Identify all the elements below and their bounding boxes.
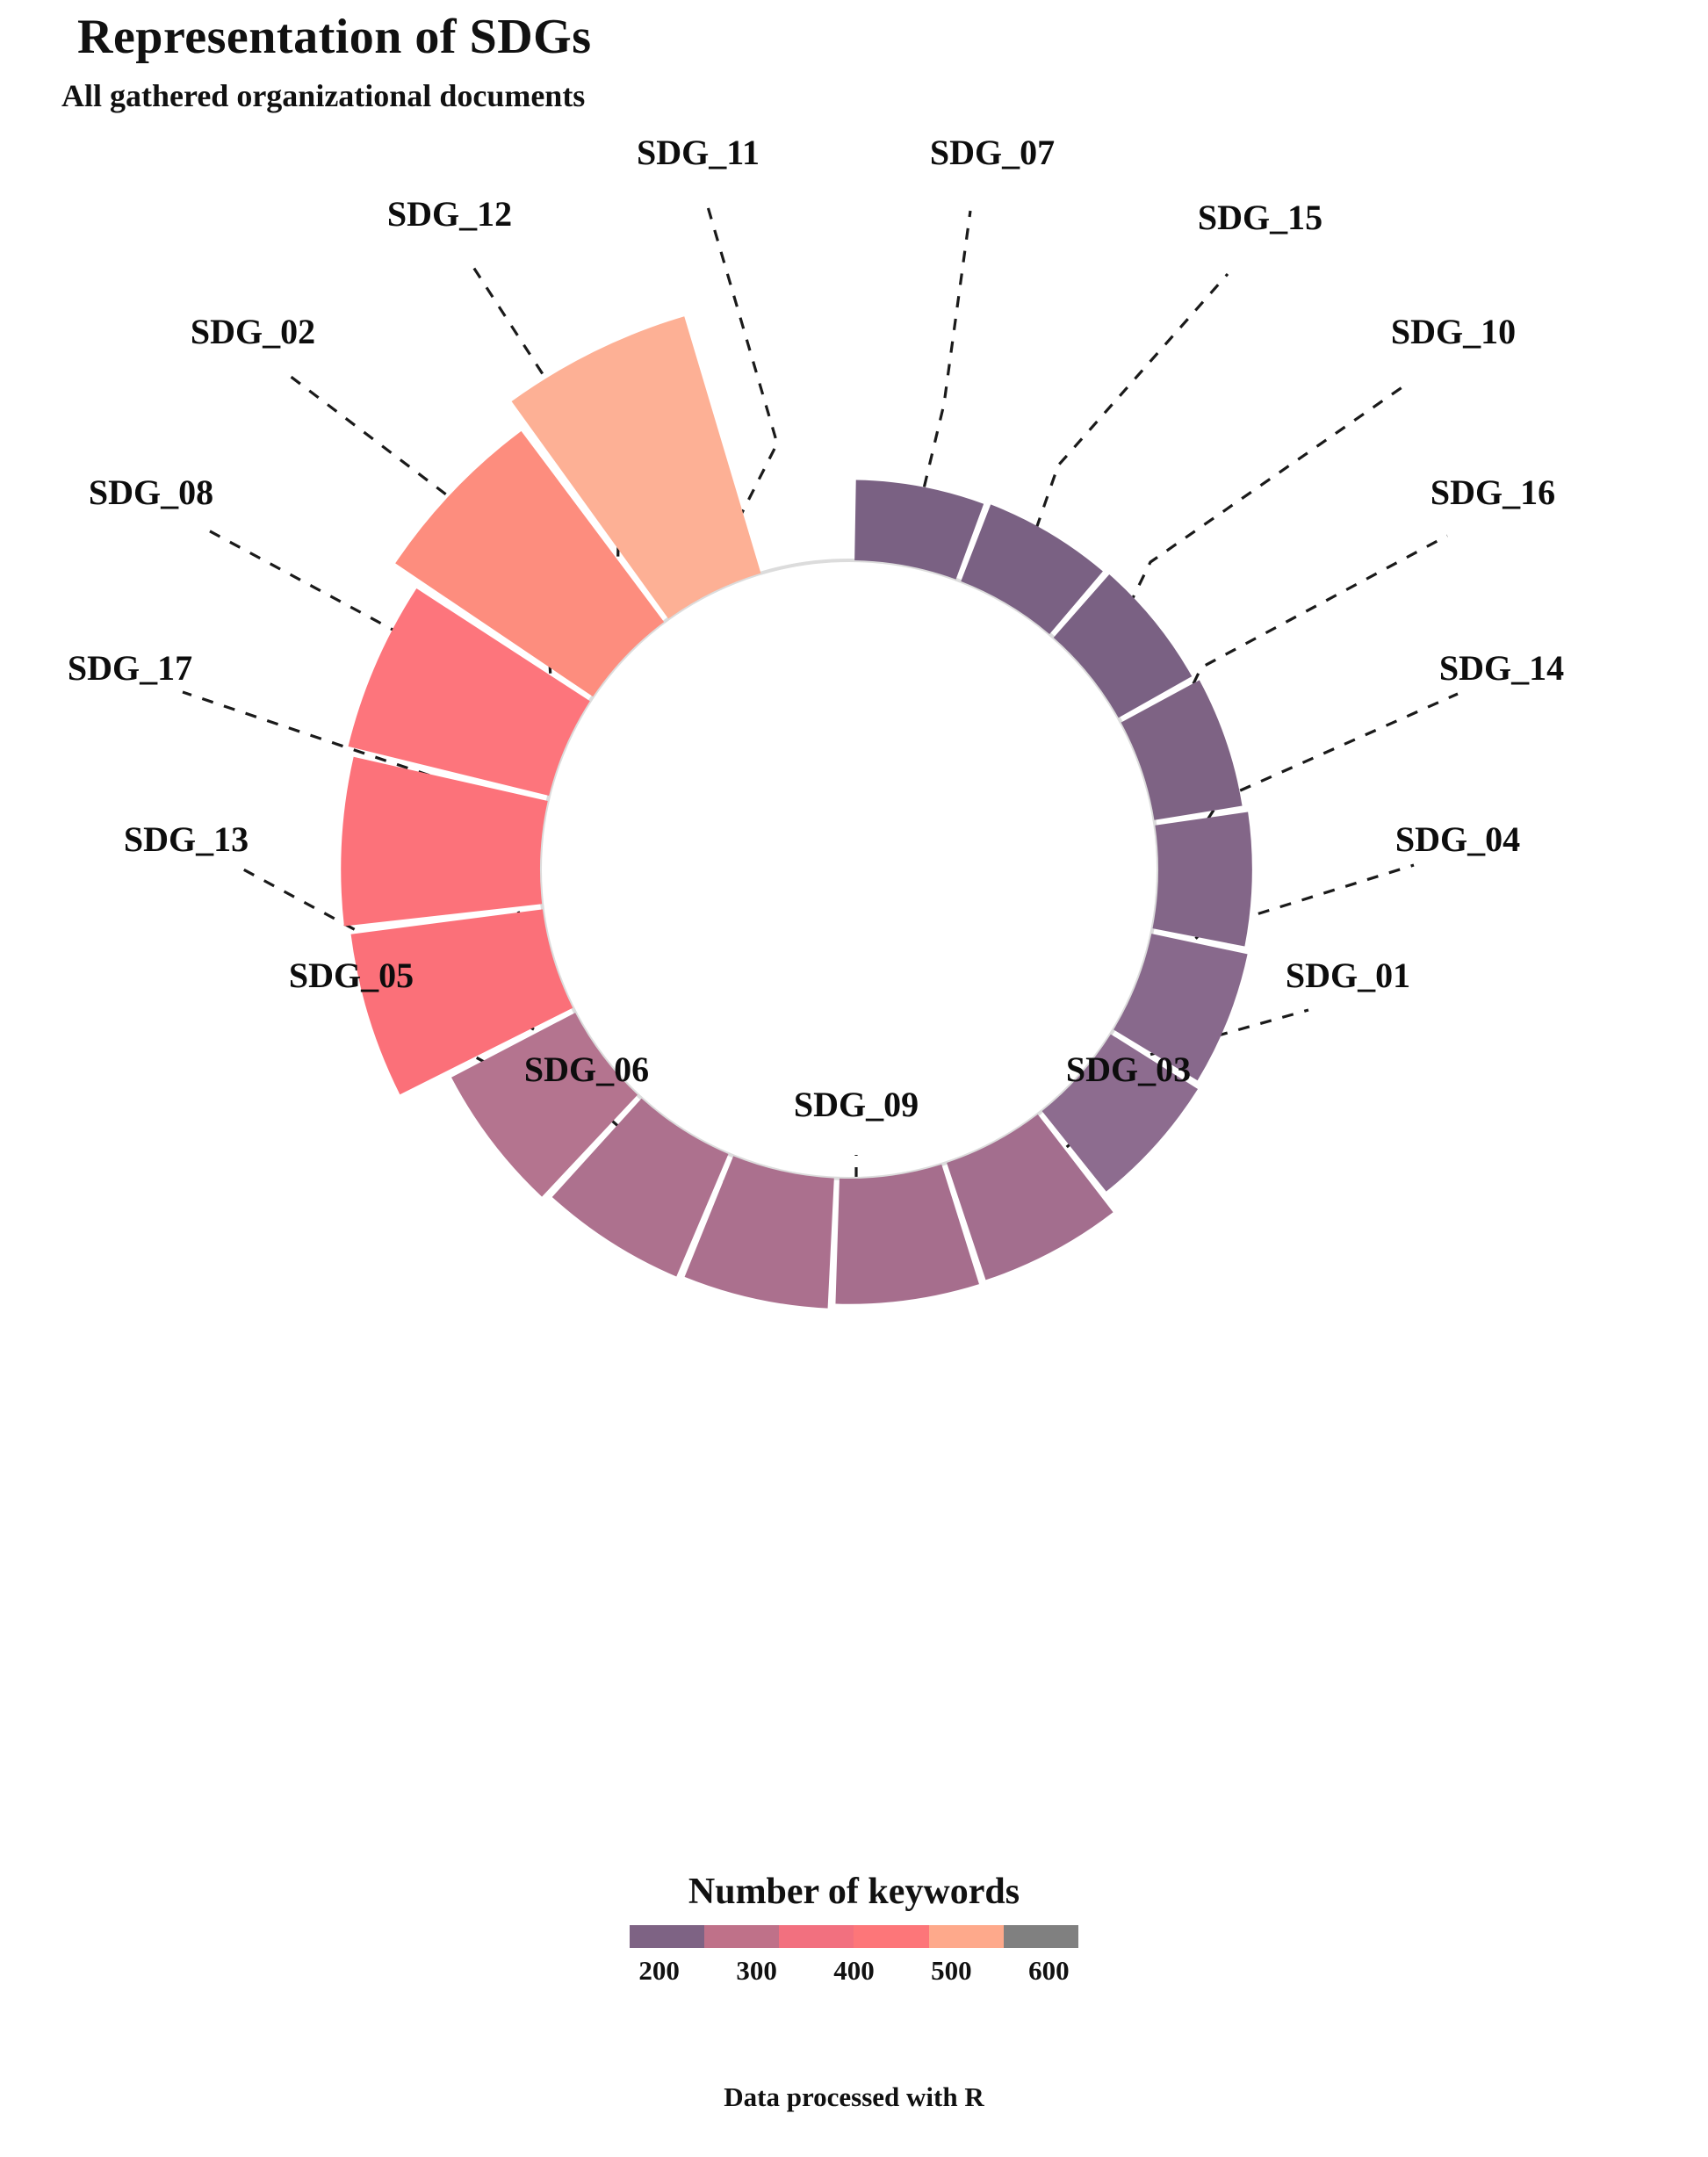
- segment-label-sdg_08: SDG_08: [89, 473, 213, 512]
- bar-segment-sdg_12[interactable]: [395, 430, 665, 697]
- bar-segment-sdg_06[interactable]: [684, 1156, 834, 1309]
- segment-label-sdg_09: SDG_09: [794, 1085, 919, 1124]
- legend-tick-labels: 200 300 400 500 600: [630, 1955, 1079, 1987]
- bar-segment-sdg_17[interactable]: [350, 909, 573, 1095]
- segment-label-sdg_15: SDG_15: [1198, 198, 1322, 237]
- chart-caption: Data processed with R: [724, 2081, 984, 2112]
- bar-segment-sdg_16[interactable]: [1121, 680, 1243, 820]
- legend-tick-300: 300: [736, 1955, 777, 1986]
- bar-segment-sdg_11[interactable]: [511, 316, 761, 619]
- legend-swatch-2: [779, 1925, 854, 1948]
- page-title: Representation of SDGs: [77, 10, 592, 64]
- leader-line-sdg_08: [201, 525, 530, 852]
- bar-segment-sdg_08[interactable]: [341, 756, 548, 927]
- segment-label-sdg_12: SDG_12: [387, 194, 512, 234]
- bar-segment-sdg_02[interactable]: [348, 588, 590, 797]
- segment-label-sdg_17: SDG_17: [68, 648, 192, 688]
- legend-tick-400: 400: [833, 1955, 875, 1986]
- bar-segment-sdg_07[interactable]: [854, 480, 984, 580]
- segment-label-sdg_01: SDG_01: [1286, 956, 1410, 995]
- segment-label-sdg_11: SDG_11: [637, 133, 760, 172]
- legend-swatch-3: [854, 1925, 929, 1948]
- segment-label-sdg_14: SDG_14: [1439, 648, 1564, 688]
- bar-segment-sdg_05[interactable]: [551, 1098, 729, 1277]
- bar-segment-sdg_03[interactable]: [947, 1114, 1113, 1280]
- leader-line-sdg_15: [1012, 272, 1229, 595]
- bar-segment-sdg_04[interactable]: [1113, 934, 1248, 1081]
- segment-label-sdg_07: SDG_07: [930, 133, 1055, 172]
- leader-line-sdg_10: [1098, 385, 1404, 668]
- title-block: Representation of SDGs All gathered orga…: [61, 9, 592, 114]
- segment-label-group: SDG_07SDG_15SDG_10SDG_16SDG_14SDG_04SDG_…: [68, 133, 1564, 1124]
- segment-label-sdg_16: SDG_16: [1431, 473, 1555, 512]
- bar-segment-sdg_01[interactable]: [1041, 1034, 1199, 1192]
- segment-label-sdg_04: SDG_04: [1395, 819, 1520, 859]
- bar-segment-sdg_09[interactable]: [835, 1164, 979, 1304]
- leader-line-sdg_17: [182, 690, 544, 964]
- segment-label-sdg_02: SDG_02: [191, 312, 315, 351]
- bar-segment-sdg_14[interactable]: [1152, 812, 1252, 947]
- segment-label-sdg_05: SDG_05: [289, 956, 414, 995]
- segment-label-sdg_06: SDG_06: [524, 1050, 649, 1089]
- legend-title: Number of keywords: [688, 1872, 1020, 1912]
- bar-segment-sdg_13[interactable]: [451, 1013, 638, 1197]
- legend-swatch-1: [703, 1925, 780, 1948]
- bar-segment-group: [341, 316, 1252, 1309]
- bar-segment-sdg_10[interactable]: [1053, 574, 1193, 718]
- page-subtitle: All gathered organizational documents: [61, 78, 586, 113]
- segment-label-sdg_13: SDG_13: [124, 819, 249, 859]
- legend-swatch-5: [1004, 1925, 1079, 1948]
- segment-label-sdg_10: SDG_10: [1391, 312, 1516, 351]
- bar-segment-sdg_15[interactable]: [961, 504, 1103, 634]
- legend-tick-200: 200: [638, 1955, 680, 1986]
- legend-swatch-4: [928, 1925, 1005, 1948]
- legend-tick-600: 600: [1028, 1955, 1070, 1986]
- legend-swatch-0: [629, 1925, 704, 1948]
- legend-colorbar: [629, 1925, 1079, 1948]
- legend-tick-500: 500: [931, 1955, 972, 1986]
- segment-label-sdg_03: SDG_03: [1066, 1050, 1191, 1089]
